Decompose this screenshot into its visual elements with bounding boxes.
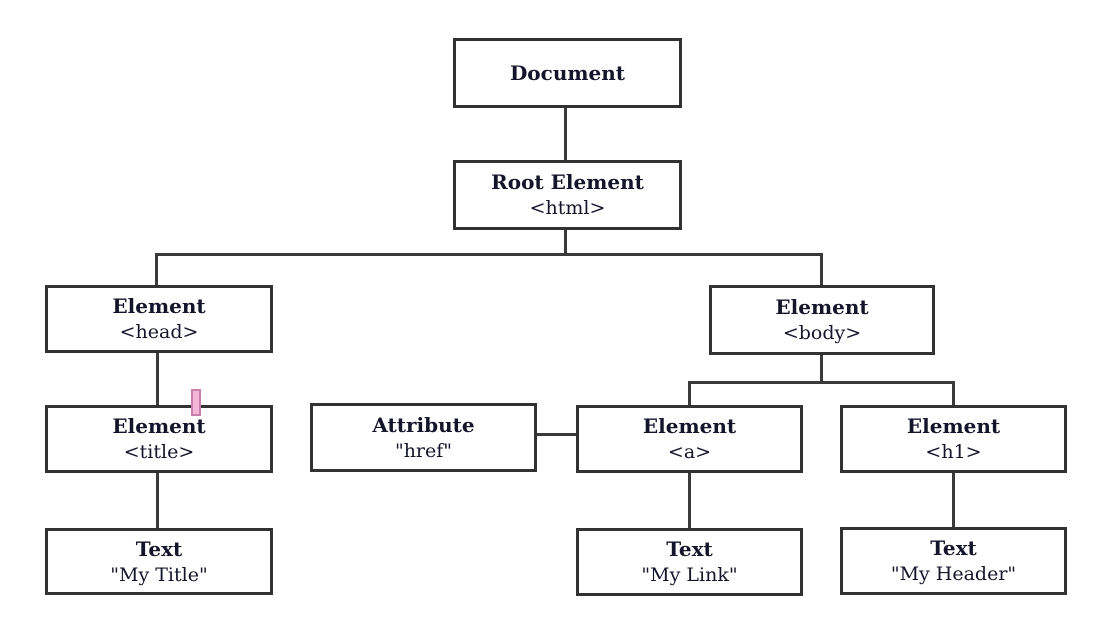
node-label: Text [930,536,977,560]
node-text-my-title: Text "My Title" [45,528,273,595]
connector-drop-body [820,253,823,287]
connector-anchor-text [688,471,691,530]
node-attribute-href: Attribute "href" [310,403,537,472]
node-root-element-html: Root Element <html> [453,160,682,230]
node-label: Element [112,414,206,438]
node-tag: <body> [782,322,862,344]
connector-root-stub [564,228,567,256]
connector-drop-h1 [952,381,955,407]
node-element-body: Element <body> [709,285,935,355]
node-element-head: Element <head> [45,285,273,353]
node-value: "My Title" [110,563,208,586]
node-label: Document [509,60,626,85]
node-label: Element [112,294,206,318]
node-element-h1: Element <h1> [840,405,1067,473]
node-text-my-link: Text "My Link" [576,528,803,596]
connector-h1-text [952,471,955,529]
node-label: Element [906,414,1001,438]
node-value: "My Link" [641,564,738,586]
node-text-my-header: Text "My Header" [840,527,1067,595]
node-tag: <a> [667,441,712,463]
pink-cursor-artifact [191,389,201,416]
connector-title-text [156,471,159,530]
node-element-title: Element <title> [45,405,273,473]
connector-root-children-horizontal [155,253,823,256]
node-tag: <head> [119,321,199,343]
connector-head-title [156,351,159,407]
node-label: Text [666,537,713,561]
node-document: Document [453,38,682,108]
node-tag: <h1> [925,441,982,463]
node-element-a: Element <a> [576,405,803,473]
node-tag: <html> [529,197,606,219]
connector-drop-head [155,253,158,287]
connector-body-children-horizontal [688,381,955,384]
node-label: Attribute [372,412,475,437]
node-tag: <title> [123,441,195,463]
connector-document-root [564,106,567,163]
connector-body-stub [820,353,823,384]
connector-attribute-anchor [535,433,578,436]
node-label: Root Element [491,170,644,194]
node-label: Element [642,414,737,438]
node-label: Element [775,295,869,319]
node-value: "href" [394,439,453,462]
connector-drop-anchor [688,381,691,407]
node-value: "My Header" [890,563,1017,585]
node-label: Text [135,536,183,561]
